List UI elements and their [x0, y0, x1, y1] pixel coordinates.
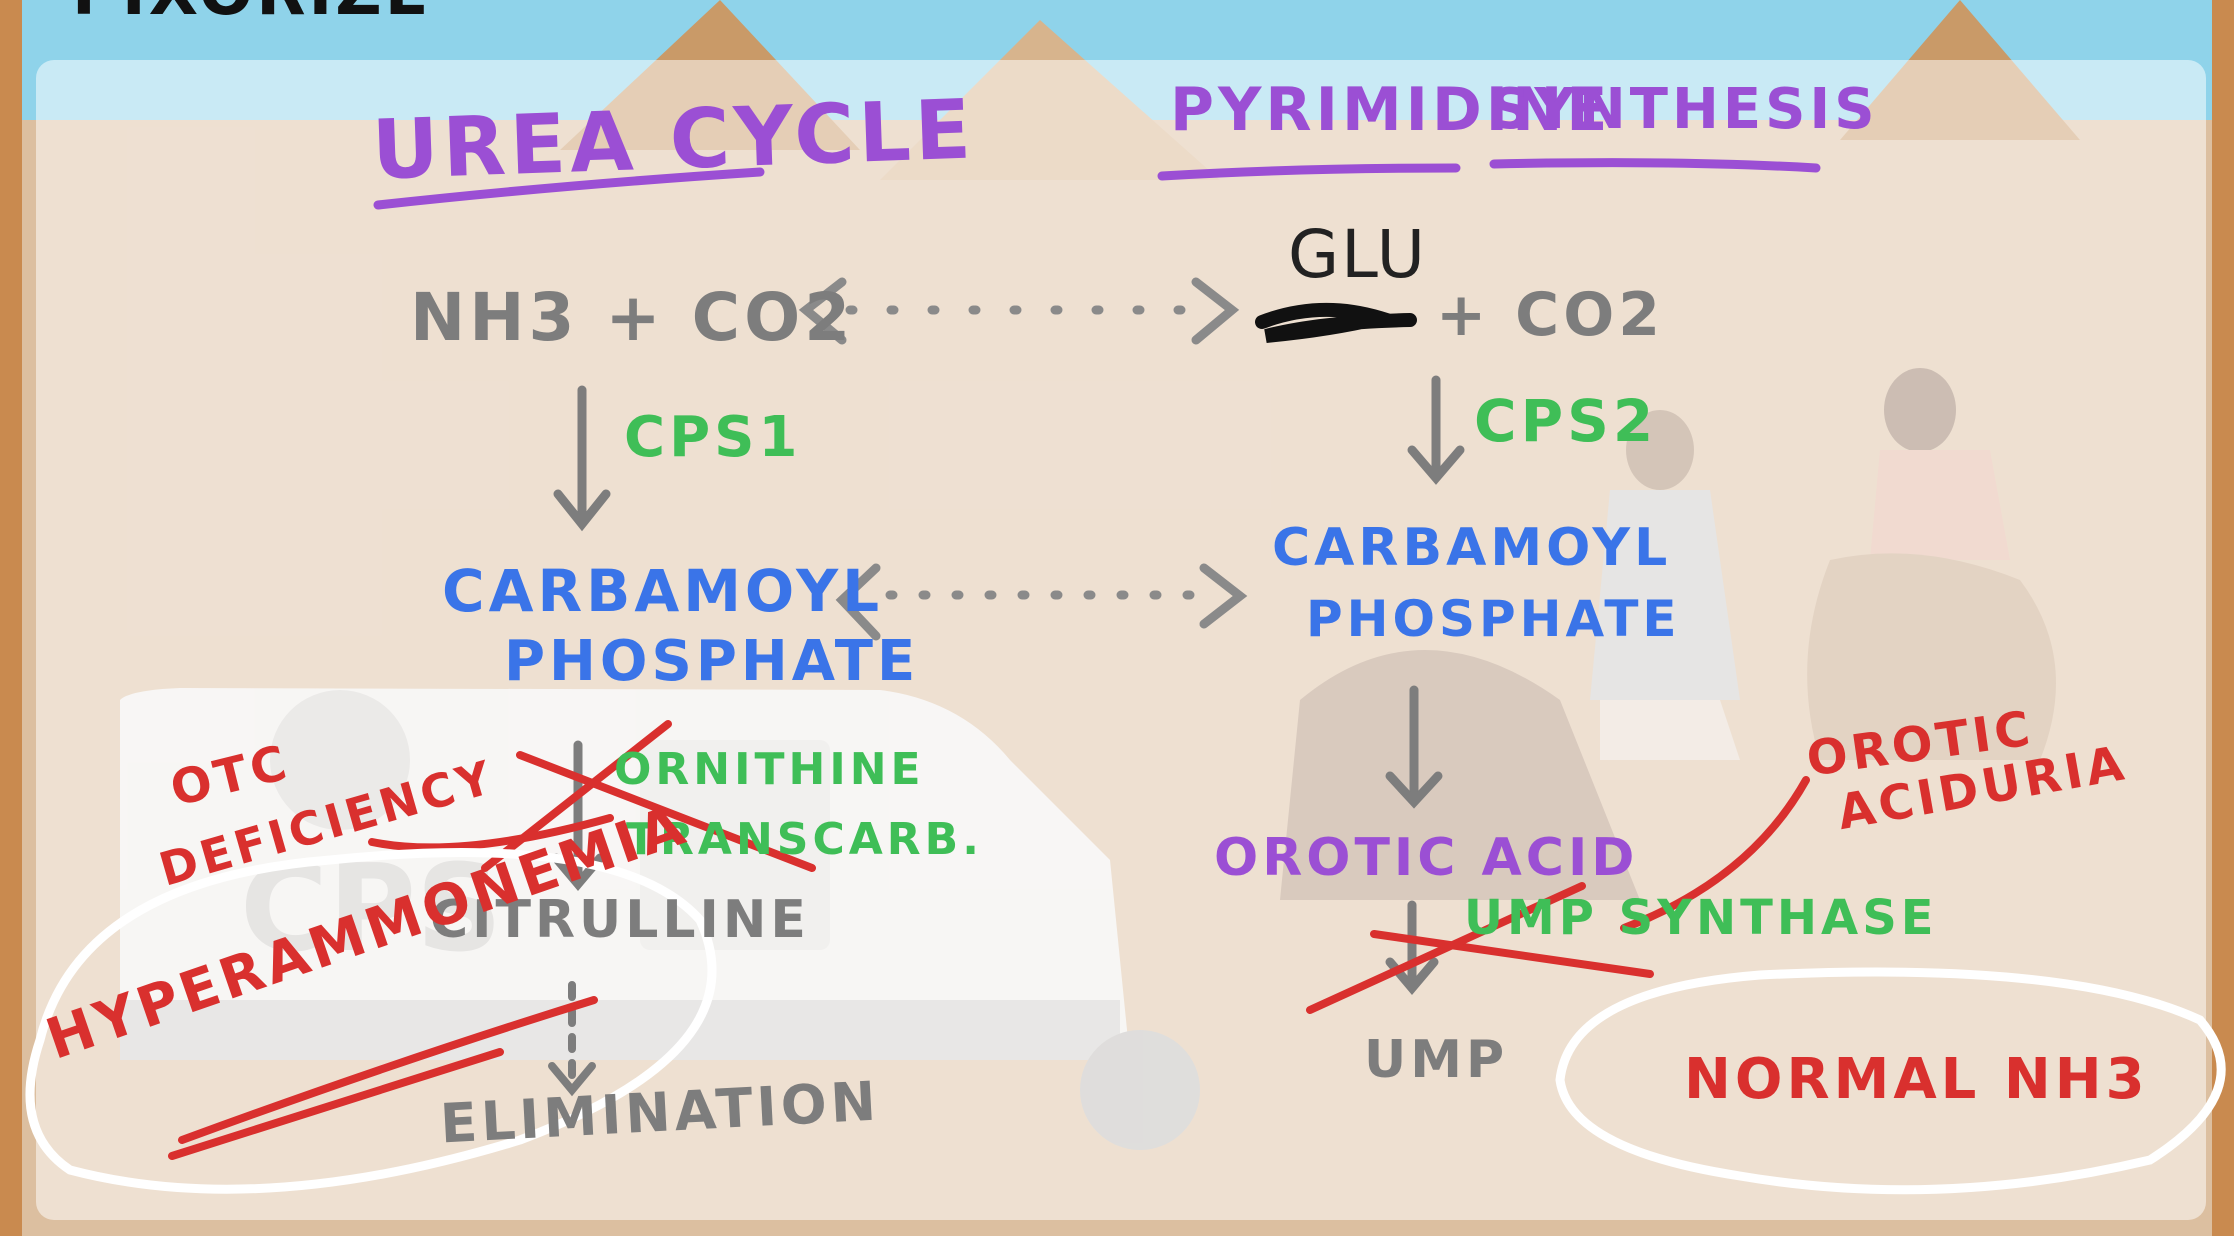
hyperammonemia-underline-1: [178, 996, 598, 1144]
pyrimidine-orotic-acid: OROTIC ACID: [1214, 828, 1639, 888]
pyrimidine-substrates: + CO2: [1436, 280, 1664, 350]
ump-synthase-crossout: [1306, 882, 1654, 1014]
pyrimidine-title-word2: SYNTHESIS: [1490, 77, 1879, 142]
otc-connector: [368, 814, 614, 852]
left-edge: [0, 0, 22, 1236]
urea-substrates: NH3 + CO2: [410, 279, 855, 356]
dotted-arrow-top: [798, 277, 1240, 345]
orotic-aciduria-connector: [1620, 776, 1810, 932]
pyrimidine-enzyme-cps2: CPS2: [1474, 387, 1658, 455]
urea-enzyme-cps1: CPS1: [624, 405, 802, 470]
normal-nh3-circle: [1555, 967, 2226, 1195]
pyrimidine-title-word1: PYRIMIDINE: [1170, 75, 1612, 145]
pyrimidine-carbamoyl-line1: CARBAMOYL: [1272, 518, 1672, 578]
hyperammonemia-underline-2: [168, 1048, 504, 1160]
urea-carbamoyl-line1: CARBAMOYL: [442, 557, 884, 625]
handwritten-glu: GLU: [1288, 216, 1427, 293]
pyrimidine-enzyme-ump-synthase: UMP SYNTHASE: [1464, 890, 1938, 946]
pyrimidine-carbamoyl-line2: PHOSPHATE: [1306, 590, 1681, 648]
pyrimidine-arrow-2: [1385, 685, 1443, 809]
urea-carbamoyl-line2: PHOSPHATE: [504, 629, 920, 694]
pyrimidine-ump: UMP: [1364, 1030, 1509, 1090]
urea-arrow-1: [553, 385, 611, 532]
dotted-arrow-middle: [835, 563, 1248, 641]
ornithine-transcarb-crossout: [481, 720, 816, 872]
pyrimidine-underline-1: [1157, 163, 1461, 181]
pyrimidine-arrow-3: [1385, 900, 1439, 995]
urea-enzyme-ornithine-line1: ORNITHINE: [614, 744, 925, 795]
pyrimidine-underline-2: [1489, 158, 1821, 173]
urea-citrulline: CITRULLINE: [430, 890, 810, 950]
normal-nh3-label: NORMAL NH3: [1684, 1047, 2149, 1112]
brand-logo: PIXORIZE: [72, 0, 431, 30]
urea-arrow-3-dotted: [548, 981, 596, 1097]
urea-cycle-title: UREA CYCLE: [370, 82, 977, 199]
urea-enzyme-ornithine-line2: TRANSCARB.: [626, 814, 983, 865]
right-edge: [2212, 0, 2234, 1236]
urea-title-underline: [373, 167, 765, 210]
scribble-out-nh3: [1255, 302, 1417, 343]
pyrimidine-arrow-1: [1407, 375, 1465, 485]
hyperammonemia-circle: [25, 848, 717, 1194]
whiteboard-panel: [36, 60, 2206, 1220]
